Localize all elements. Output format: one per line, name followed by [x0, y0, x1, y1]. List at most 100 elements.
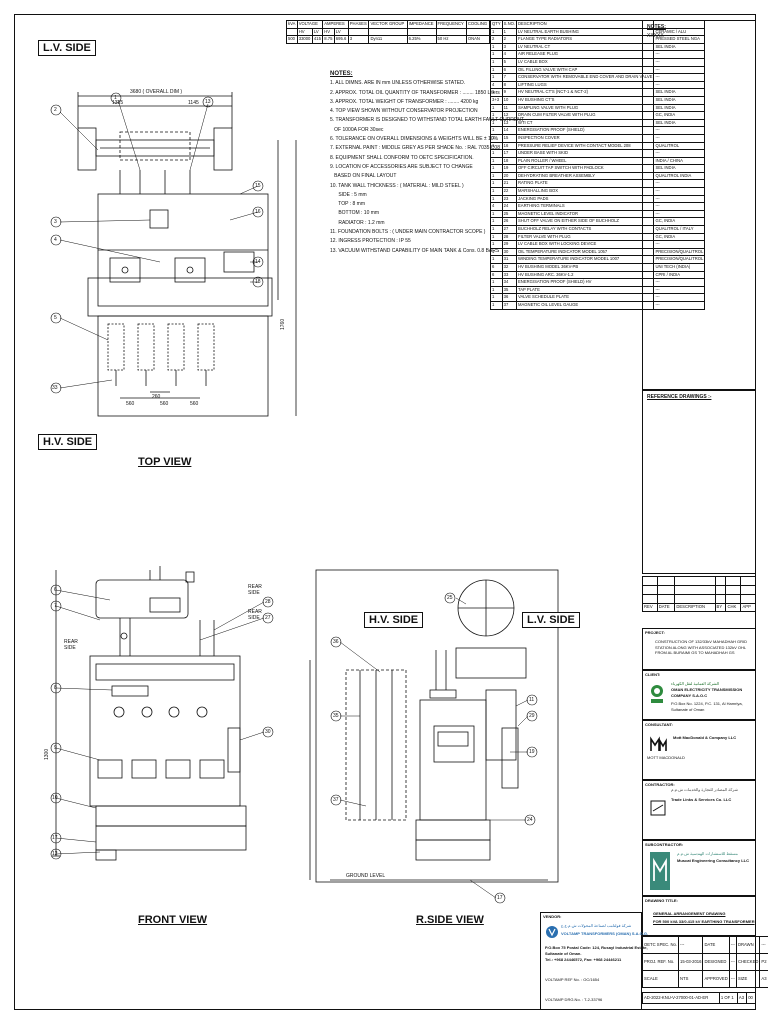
rating-cell: 50 Hz: [435, 35, 467, 44]
rating-th-amperes: AMPERES: [322, 20, 349, 29]
project-text: CONSTRUCTION OF 132/33kV MAHADHAH GRID S…: [655, 639, 748, 655]
parts-sno: 10: [501, 95, 518, 105]
balloon-6: 6: [54, 587, 57, 593]
client-name: OMAN ELECTRICITY TRANSMISSION COMPANY S.…: [671, 687, 743, 698]
rating-table-header: kVA VOLTAGE AMPERES PHASES VECTOR GROUP …: [286, 20, 491, 29]
doc-info-cell: ---: [728, 953, 737, 971]
rear-side-label-3: REAR SIDE: [248, 609, 262, 621]
parts-sno: 9: [501, 88, 518, 97]
chk-col: CHK: [725, 603, 742, 612]
subcontractor-box: SUBCONTRACTOR: مسقط للاستشارات الهندسية …: [642, 840, 756, 896]
parts-qty: 1: [490, 293, 503, 302]
doc-info-cell: ---: [759, 936, 768, 954]
rating-th-frequency: FREQUENCY: [435, 20, 467, 29]
balloon-28: 28: [265, 599, 271, 605]
parts-qty: 1: [490, 225, 503, 234]
consultant-name: Mott MacDonald & Company LLC: [673, 735, 737, 740]
balloon-16: 16: [255, 209, 261, 215]
parts-sno: 24: [501, 202, 518, 211]
doc-info-cell: OETC SPEC. No.: [641, 936, 680, 954]
ground-level-label: GROUND LEVEL: [346, 873, 386, 879]
parts-qty: 1: [490, 255, 503, 264]
rating-cell: Dyn11: [368, 35, 408, 44]
parts-th-qty: QTY: [490, 20, 503, 29]
note-item: SIDE : 5 mm: [330, 191, 367, 198]
note-item: 3. APPROX. TOTAL WEIGHT OF TRANSFORMER :…: [330, 98, 479, 105]
balloon-30: 30: [265, 729, 271, 735]
balloon-33: 33: [52, 385, 58, 391]
top-view-drawing: [77, 92, 297, 417]
dim-vert-1: 1760: [280, 318, 286, 330]
parts-sno: 18: [501, 156, 518, 166]
rating-table-sub: HV LV HV LV: [286, 27, 491, 37]
notes-box: NOTES: XXXXX: [642, 20, 756, 390]
parts-qty: 2: [490, 35, 503, 44]
parts-description: OIL TEMPERATURE INDICATOR MODEL 1057: [516, 247, 655, 257]
parts-qty: 1: [490, 194, 503, 204]
vendor-name: VOLTAMP TRANSFORMERS (OMAN) S.A.O.G.: [561, 931, 649, 936]
subcontractor-label: SUBCONTRACTOR:: [645, 842, 684, 847]
oetc-logo-icon: [651, 685, 663, 703]
vendor-address1: P.O.Box 75 Postal Code: 124, Rusayl Indu…: [545, 945, 648, 950]
dim-vert-2: 1300: [44, 748, 50, 760]
parts-qty: 1: [490, 217, 503, 227]
rear-side-label-2: REAR SIDE: [248, 584, 262, 596]
dim-560a: 560: [126, 401, 135, 407]
parts-sno: 26: [501, 217, 518, 227]
parts-description: LV CABLE BOX WITH LOCKING DEVICE: [516, 240, 655, 249]
parts-qty: 1: [490, 300, 503, 310]
balloon-5: 5: [54, 315, 57, 321]
sheet-number: 1 OF 1: [718, 992, 738, 1004]
doc-info-cell: NTS: [678, 970, 704, 988]
note-item: OF 1000A FOR 30sec: [330, 126, 384, 133]
subcontractor-name: Muscat Engineering Consultancy LLC: [677, 858, 750, 863]
by-col: BY: [714, 603, 727, 612]
balloon-36: 36: [333, 639, 339, 645]
rating-table: kVA VOLTAGE AMPERES PHASES VECTOR GROUP …: [286, 20, 491, 44]
note-item: BASED ON FINAL LAYOUT: [330, 173, 397, 180]
balloon-11: 11: [529, 697, 535, 703]
balloon-8: 8: [54, 685, 57, 691]
parts-description: SHUT OFF VALVE ON EITHER SIDE OF BUCHHOL…: [516, 217, 655, 227]
doc-info-cell: 15-03-2016: [678, 953, 704, 971]
doc-info-cell: DESIGNED: [702, 953, 730, 971]
drawing-title-label: DRAWING TITLE:: [645, 898, 678, 903]
note-item: 10. TANK WALL THICKNESS : ( MATERIAL : M…: [330, 182, 464, 189]
contractor-label: CONTRACTOR:: [645, 782, 675, 787]
rating-th-phases: PHASES: [347, 20, 370, 29]
parts-qty: 1: [490, 133, 503, 143]
dim-left-half: 1335: [112, 100, 124, 106]
mec-logo-icon: [650, 852, 670, 890]
notes-title: NOTES:: [330, 71, 353, 77]
rating-th-kva: kVA: [286, 20, 298, 29]
parts-qty: 4: [490, 202, 503, 211]
parts-sno: 27: [501, 225, 518, 234]
parts-sno: 6: [501, 65, 518, 75]
parts-description: DEHYDRATING BREATHER ASSEMBLY: [516, 171, 655, 181]
vendor-box: VENDOR: شركة فولتامب لصناعة المحولات ش.م…: [540, 912, 648, 1010]
front-view-drawing: [52, 566, 247, 861]
reference-box: REFERENCE DRAWINGS :-: [642, 390, 756, 574]
balloon-35: 35: [333, 713, 339, 719]
parts-sno: 34: [501, 278, 518, 287]
doc-info-row: OETC SPEC. No.---DATE---DRAWN---: [641, 936, 768, 954]
rating-th-voltage: VOLTAGE: [296, 20, 324, 29]
parts-description: LV NEUTRAL EARTH BUSHING: [516, 27, 655, 37]
parts-qty: 1: [490, 247, 503, 257]
parts-qty: 1: [490, 57, 503, 67]
tls-logo-icon: [650, 800, 666, 816]
parts-qty: 1: [490, 65, 503, 75]
parts-description: MARSHALLING BOX: [516, 187, 655, 196]
parts-sno: 4: [501, 50, 518, 59]
rating-cell: 33000: [296, 35, 313, 44]
balloon-24: 24: [527, 817, 533, 823]
parts-sno: 37: [501, 300, 518, 310]
note-item: BOTTOM : 10 mm: [330, 210, 380, 217]
balloon-2: 2: [54, 107, 57, 113]
vendor-drg-no: VOLTAMP DRG.No. : T-2-33796: [545, 997, 603, 1002]
client-box: CLIENT: الشركة العمانية لنقل الكهرباء OM…: [642, 670, 756, 720]
rating-cell: 3: [347, 35, 370, 44]
